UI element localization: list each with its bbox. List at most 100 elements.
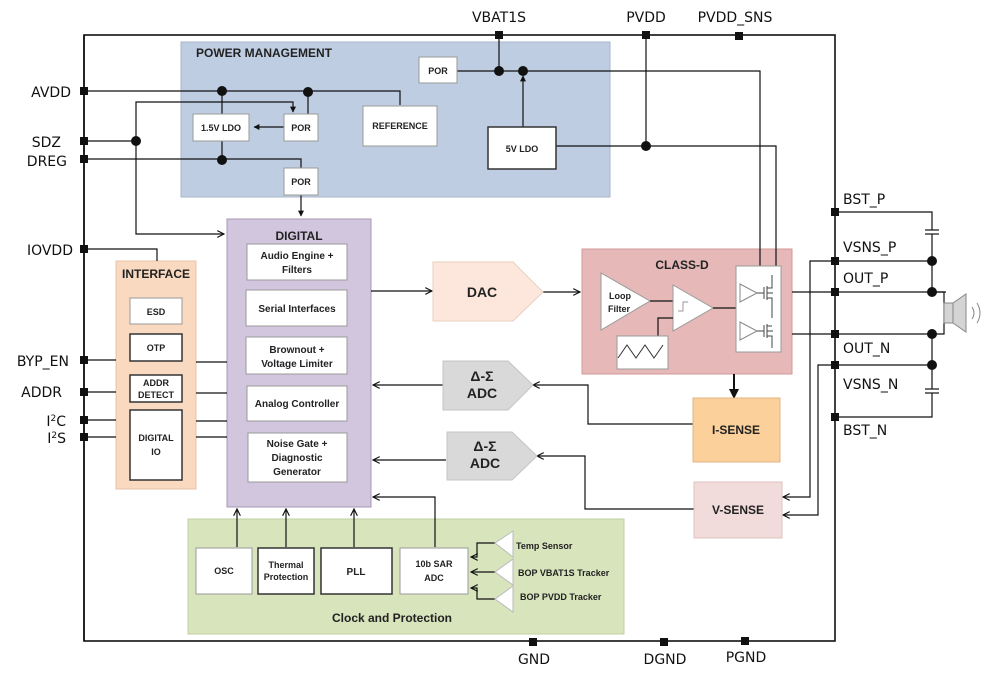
pin-out-n: OUT_N	[843, 341, 890, 357]
bop-vbat1s-label: BOP VBAT1S Tracker	[518, 568, 610, 578]
class-d-title: CLASS-D	[655, 258, 709, 272]
pin-squares	[80, 31, 839, 646]
pin-vbat1s: VBAT1S	[472, 10, 526, 26]
addr-detect-box	[129, 374, 183, 403]
speaker-icon	[943, 293, 981, 333]
ldo-1v5-box	[192, 113, 250, 142]
v-sense-block	[693, 481, 783, 539]
i-sense-block	[692, 397, 781, 463]
svg-text:Loop: Loop	[609, 291, 631, 301]
svg-text:POR: POR	[428, 66, 448, 76]
comparator-triangle	[672, 284, 715, 332]
pin-dreg: DREG	[27, 154, 67, 170]
svg-text:DIGITAL: DIGITAL	[138, 433, 174, 443]
interface-title: INTERFACE	[122, 267, 190, 281]
svg-text:5V LDO: 5V LDO	[506, 144, 539, 154]
por-low-box	[283, 167, 319, 196]
pin-out-p: OUT_P	[843, 271, 888, 287]
svg-text:PLL: PLL	[347, 567, 366, 578]
pin-byp-en: BYP_EN	[17, 354, 69, 370]
power-management-title: POWER MANAGEMENT	[196, 46, 333, 60]
ldo-5v-box	[487, 126, 557, 170]
svg-text:Thermal: Thermal	[268, 560, 303, 570]
pin-vsns-p: VSNS_P	[843, 240, 896, 256]
por-top-box	[418, 56, 458, 84]
v-sense-label: V-SENSE	[712, 503, 764, 517]
svg-text:Voltage Limiter: Voltage Limiter	[261, 359, 333, 370]
serial-interfaces-box	[245, 289, 348, 327]
svg-text:POR: POR	[291, 123, 311, 133]
svg-text:Filter: Filter	[608, 304, 631, 314]
audio-engine-box	[246, 243, 348, 281]
sar-adc-box	[399, 547, 469, 595]
digital-sub-blocks: Audio Engine + Filters Serial Interfaces…	[245, 243, 348, 483]
svg-text:ADDR: ADDR	[143, 378, 169, 388]
loop-filter-triangle	[600, 272, 651, 331]
digital-io-box	[129, 409, 183, 481]
pin-vsns-n: VSNS_N	[843, 377, 898, 393]
svg-text:OSC: OSC	[214, 566, 234, 576]
svg-text:ADC: ADC	[470, 455, 500, 471]
digital-title: DIGITAL	[275, 229, 322, 243]
ramp-generator-box	[616, 335, 669, 370]
bop-pvdd-label: BOP PVDD Tracker	[520, 592, 602, 602]
pin-dgnd: DGND	[644, 652, 687, 668]
svg-text:IO: IO	[151, 447, 161, 457]
i-sense-label: I-SENSE	[712, 423, 760, 437]
adc-vsense-block	[446, 431, 538, 481]
avdd-wire	[84, 90, 401, 105]
triangle-wave-icon	[617, 344, 664, 359]
reference-box	[362, 105, 438, 147]
dac-label: DAC	[467, 284, 497, 300]
svg-text:OTP: OTP	[147, 343, 166, 353]
driver-low-icon	[739, 321, 759, 341]
otp-box	[129, 333, 183, 362]
analog-controller-box	[246, 385, 348, 422]
pin-i2c: I2C	[46, 414, 66, 430]
svg-text:POR: POR	[291, 177, 311, 187]
bop-vbat1s-icon	[494, 558, 514, 586]
bop-pvdd-icon	[494, 585, 514, 613]
brownout-box	[245, 336, 348, 375]
pin-addr: ADDR	[21, 385, 62, 401]
osc-box	[195, 547, 253, 595]
temp-sensor-label: Temp Sensor	[516, 541, 573, 551]
svg-text:Audio Engine +: Audio Engine +	[260, 251, 333, 262]
pin-iovdd: IOVDD	[27, 243, 73, 259]
svg-text:Noise Gate +: Noise Gate +	[267, 439, 328, 450]
svg-text:REFERENCE: REFERENCE	[372, 121, 428, 131]
svg-text:Generator: Generator	[273, 467, 321, 478]
mosfet-icons	[757, 275, 773, 348]
hysteresis-icon	[678, 301, 688, 312]
junction-dots	[131, 66, 937, 370]
pin-pvdd: PVDD	[626, 10, 666, 26]
temp-sensor-icon	[494, 530, 514, 559]
noise-gate-box	[247, 432, 348, 483]
pin-i2s: I2S	[47, 431, 66, 447]
thermal-protection-box	[257, 547, 315, 595]
svg-text:Δ-Σ: Δ-Σ	[473, 438, 496, 454]
pin-bst-n: BST_N	[843, 423, 887, 439]
svg-text:ESD: ESD	[147, 307, 166, 317]
pin-gnd: GND	[518, 652, 550, 668]
svg-text:ADC: ADC	[467, 385, 497, 401]
driver-high-icon	[739, 283, 759, 303]
svg-text:Serial Interfaces: Serial Interfaces	[258, 304, 336, 315]
pin-pvdd-sns: PVDD_SNS	[698, 10, 773, 26]
svg-text:Analog Controller: Analog Controller	[255, 399, 340, 410]
pin-avdd: AVDD	[31, 85, 71, 101]
svg-text:Δ-Σ: Δ-Σ	[470, 368, 493, 384]
dac-block	[432, 261, 544, 322]
pin-sdz: SDZ	[32, 135, 61, 151]
pin-pgnd: PGND	[726, 650, 767, 666]
svg-text:10b SAR: 10b SAR	[415, 559, 453, 569]
svg-text:Brownout +: Brownout +	[269, 345, 324, 356]
power-management-block	[180, 41, 611, 198]
svg-text:DETECT: DETECT	[138, 390, 175, 400]
svg-text:Protection: Protection	[264, 572, 309, 582]
pin-bst-p: BST_P	[843, 192, 885, 208]
clock-protection-title: Clock and Protection	[332, 611, 452, 625]
esd-box	[129, 297, 183, 325]
adc-isense-block	[442, 360, 534, 411]
